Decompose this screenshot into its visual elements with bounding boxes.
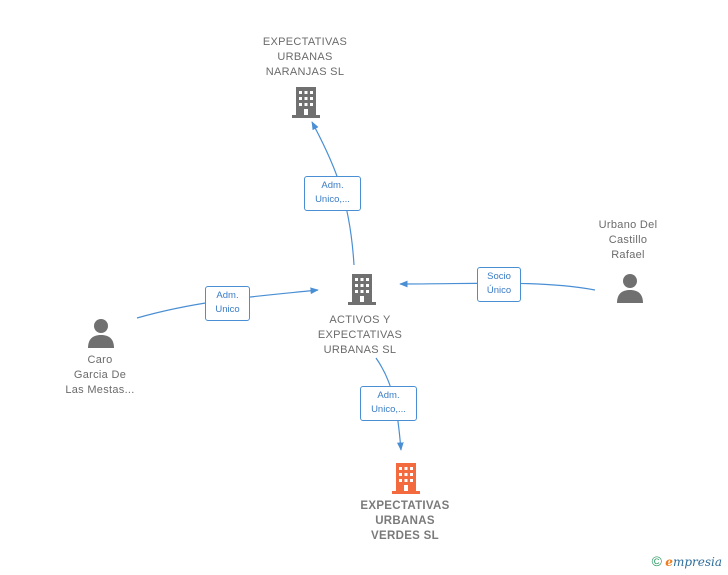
edge-label-activos-naranjas[interactable]: Adm. Unico,... xyxy=(304,176,361,211)
edge-label-caro-activos[interactable]: Adm. Unico xyxy=(205,286,250,321)
company-label-activos[interactable]: ACTIVOS Y EXPECTATIVAS URBANAS SL xyxy=(317,314,403,356)
person-icon[interactable] xyxy=(615,272,645,304)
brand-initial: e xyxy=(665,555,673,569)
person-label-urbano[interactable]: Urbano Del Castillo Rafael xyxy=(598,219,658,261)
person-label-caro[interactable]: Caro Garcia De Las Mestas... xyxy=(65,354,135,396)
company-label-naranjas[interactable]: EXPECTATIVAS URBANAS NARANJAS SL xyxy=(262,36,348,78)
building-icon[interactable] xyxy=(390,461,422,495)
edge-label-activos-verdes[interactable]: Adm. Unico,... xyxy=(360,386,417,421)
empresia-watermark[interactable]: © empresia xyxy=(652,553,722,569)
person-icon[interactable] xyxy=(86,317,116,349)
building-icon[interactable] xyxy=(346,272,378,306)
brand-name: mpresia xyxy=(672,555,722,569)
building-icon[interactable] xyxy=(290,85,322,119)
copyright-icon: © xyxy=(651,553,662,569)
company-label-verdes[interactable]: EXPECTATIVAS URBANAS VERDES SL xyxy=(360,500,450,542)
edge-label-urbano-activos[interactable]: Socio Único xyxy=(477,267,521,302)
